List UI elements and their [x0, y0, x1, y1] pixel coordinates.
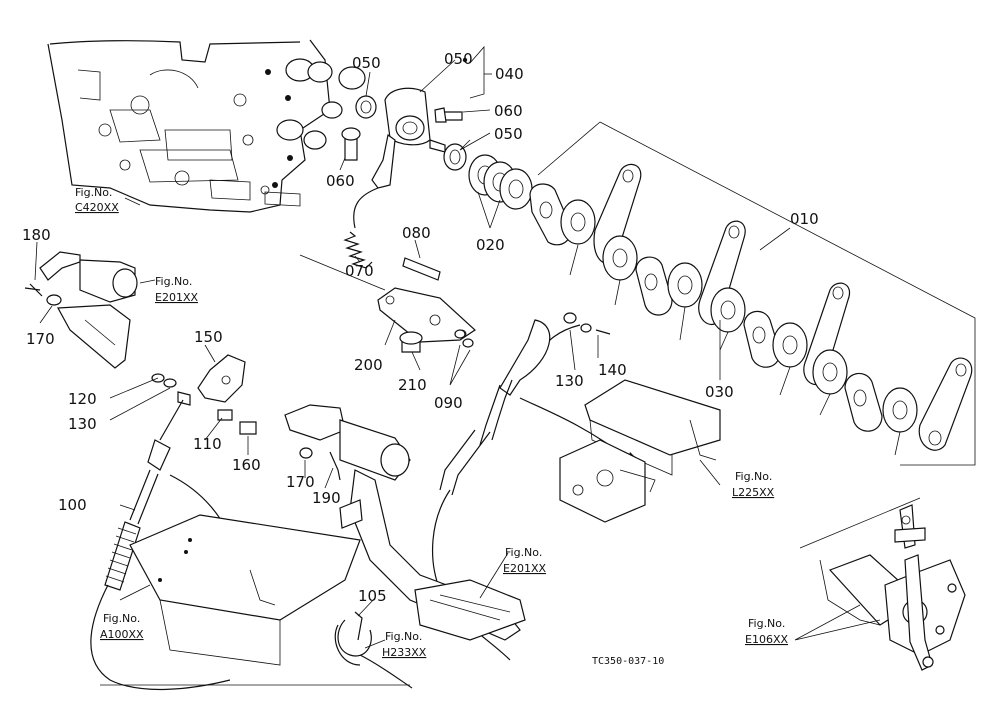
floor-plate-a100 [129, 514, 361, 666]
part-label-040: 040 [495, 65, 524, 83]
left-pedal-assembly [24, 251, 257, 691]
part-label-200: 200 [354, 356, 383, 374]
part-label-050: 050 [444, 50, 473, 68]
fig-ref-label: Fig.No. [505, 546, 542, 559]
part-label-140: 140 [598, 361, 627, 379]
part-label-100: 100 [58, 496, 87, 514]
fig-ref-label: Fig.No. [385, 630, 422, 643]
part-label-105: 105 [358, 587, 387, 605]
part-label-210: 210 [398, 376, 427, 394]
fig-ref-e201: E201XX [155, 291, 198, 304]
part-label-050: 050 [494, 125, 523, 143]
part-label-110: 110 [193, 435, 222, 453]
bracket-l225 [559, 379, 721, 523]
fig-ref-label: Fig.No. [748, 617, 785, 630]
part-label-050: 050 [352, 54, 381, 72]
part-label-160: 160 [232, 456, 261, 474]
part-label-090: 090 [434, 394, 463, 412]
hose-h233 [100, 611, 413, 689]
part-label-020: 020 [476, 236, 505, 254]
part-label-060: 060 [326, 172, 355, 190]
fig-ref-label: Fig.No. [155, 275, 192, 288]
part-label-130: 130 [555, 372, 584, 390]
part-label-150: 150 [194, 328, 223, 346]
fig-ref-c420: C420XX [75, 201, 119, 214]
part-label-170: 170 [26, 330, 55, 348]
inset-e106 [799, 497, 966, 671]
fig-ref-label: Fig.No. [735, 470, 772, 483]
part-label-070: 070 [345, 262, 374, 280]
part-label-010: 010 [790, 210, 819, 228]
washers-and-plates [443, 121, 976, 466]
part-label-060: 060 [494, 102, 523, 120]
fig-ref-e106: E106XX [745, 633, 788, 646]
fig-ref-e201: E201XX [503, 562, 546, 575]
leader-lines [34, 45, 881, 649]
arm-assembly [341, 87, 463, 229]
drawing-code: TC350-037-10 [592, 656, 664, 667]
part-label-080: 080 [402, 224, 431, 242]
part-label-130: 130 [68, 415, 97, 433]
spring-bracket-group [299, 231, 476, 353]
part-label-030: 030 [705, 383, 734, 401]
fig-ref-a100: A100XX [100, 628, 144, 641]
fig-ref-label: Fig.No. [75, 186, 112, 199]
part-label-180: 180 [22, 226, 51, 244]
part-labels: 050 050 040 060 050 060 020 010 080 070 … [22, 50, 819, 605]
fig-ref-h233: H233XX [382, 646, 427, 659]
fig-ref-l225: L225XX [732, 486, 775, 499]
transmission-housing [47, 39, 366, 213]
right-pedal-assembly [284, 404, 526, 641]
figure-references: Fig.No. C420XX Fig.No. E201XX Fig.No. L2… [75, 186, 788, 659]
part-label-190: 190 [312, 489, 341, 507]
part-label-170: 170 [286, 473, 315, 491]
fig-ref-label: Fig.No. [103, 612, 140, 625]
part-label-120: 120 [68, 390, 97, 408]
